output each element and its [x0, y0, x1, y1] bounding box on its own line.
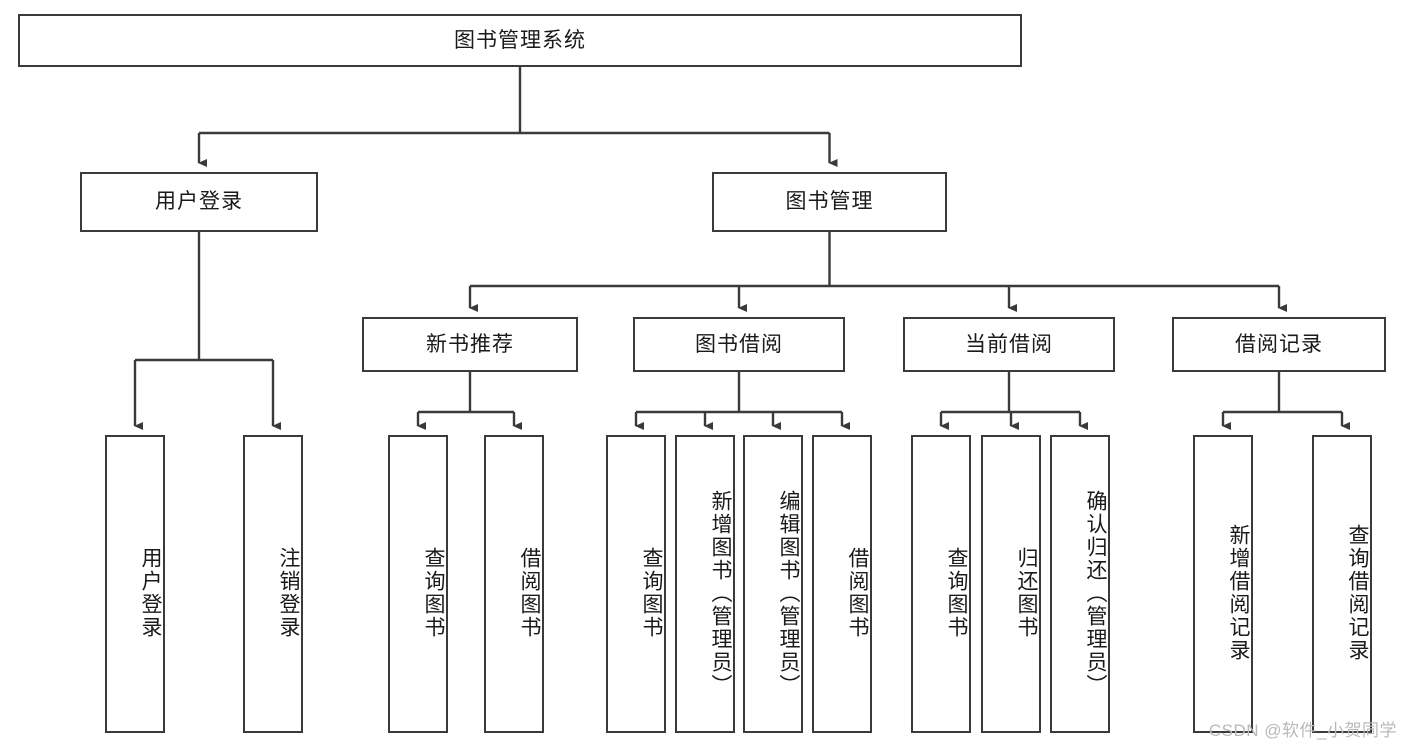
node-bookmgmt[interactable]: 图书管理 [712, 172, 947, 232]
node-b_edit[interactable]: 编辑图书（管理员） [743, 435, 803, 733]
node-c_return[interactable]: 归还图书 [981, 435, 1041, 733]
node-label-login: 用户登录 [155, 190, 243, 214]
node-r_query[interactable]: 查询借阅记录 [1312, 435, 1372, 733]
node-label-b_lend: 借阅图书 [846, 547, 869, 639]
node-l_login[interactable]: 用户登录 [105, 435, 165, 733]
node-label-n_borrow: 借阅图书 [518, 547, 541, 639]
node-l_logout[interactable]: 注销登录 [243, 435, 303, 733]
node-login[interactable]: 用户登录 [80, 172, 318, 232]
node-label-records: 借阅记录 [1235, 332, 1323, 356]
watermark: CSDN @软件_小贺同学 [1208, 721, 1397, 740]
node-current[interactable]: 当前借阅 [903, 317, 1115, 372]
node-label-l_login: 用户登录 [139, 547, 162, 639]
node-label-newbook: 新书推荐 [426, 332, 514, 356]
node-label-r_query: 查询借阅记录 [1346, 524, 1369, 662]
node-label-b_query: 查询图书 [640, 547, 663, 639]
node-records[interactable]: 借阅记录 [1172, 317, 1386, 372]
node-root[interactable]: 图书管理系统 [18, 14, 1022, 67]
node-borrow[interactable]: 图书借阅 [633, 317, 845, 372]
node-label-l_logout: 注销登录 [277, 547, 300, 639]
node-label-current: 当前借阅 [965, 332, 1053, 356]
node-b_query[interactable]: 查询图书 [606, 435, 666, 733]
node-b_lend[interactable]: 借阅图书 [812, 435, 872, 733]
node-label-root: 图书管理系统 [454, 28, 586, 52]
node-label-borrow: 图书借阅 [695, 332, 783, 356]
node-label-r_add: 新增借阅记录 [1227, 524, 1250, 662]
node-n_query[interactable]: 查询图书 [388, 435, 448, 733]
node-newbook[interactable]: 新书推荐 [362, 317, 578, 372]
node-n_borrow[interactable]: 借阅图书 [484, 435, 544, 733]
node-label-bookmgmt: 图书管理 [785, 190, 874, 214]
node-label-b_edit: 编辑图书（管理员） [777, 489, 800, 697]
node-label-n_query: 查询图书 [422, 547, 445, 639]
node-label-b_add: 新增图书（管理员） [709, 489, 732, 697]
node-label-c_query: 查询图书 [945, 547, 968, 639]
node-r_add[interactable]: 新增借阅记录 [1193, 435, 1253, 733]
node-label-c_return: 归还图书 [1015, 547, 1038, 639]
node-c_confirm[interactable]: 确认归还（管理员） [1050, 435, 1110, 733]
node-b_add[interactable]: 新增图书（管理员） [675, 435, 735, 733]
node-c_query[interactable]: 查询图书 [911, 435, 971, 733]
node-label-c_confirm: 确认归还（管理员） [1084, 489, 1107, 697]
